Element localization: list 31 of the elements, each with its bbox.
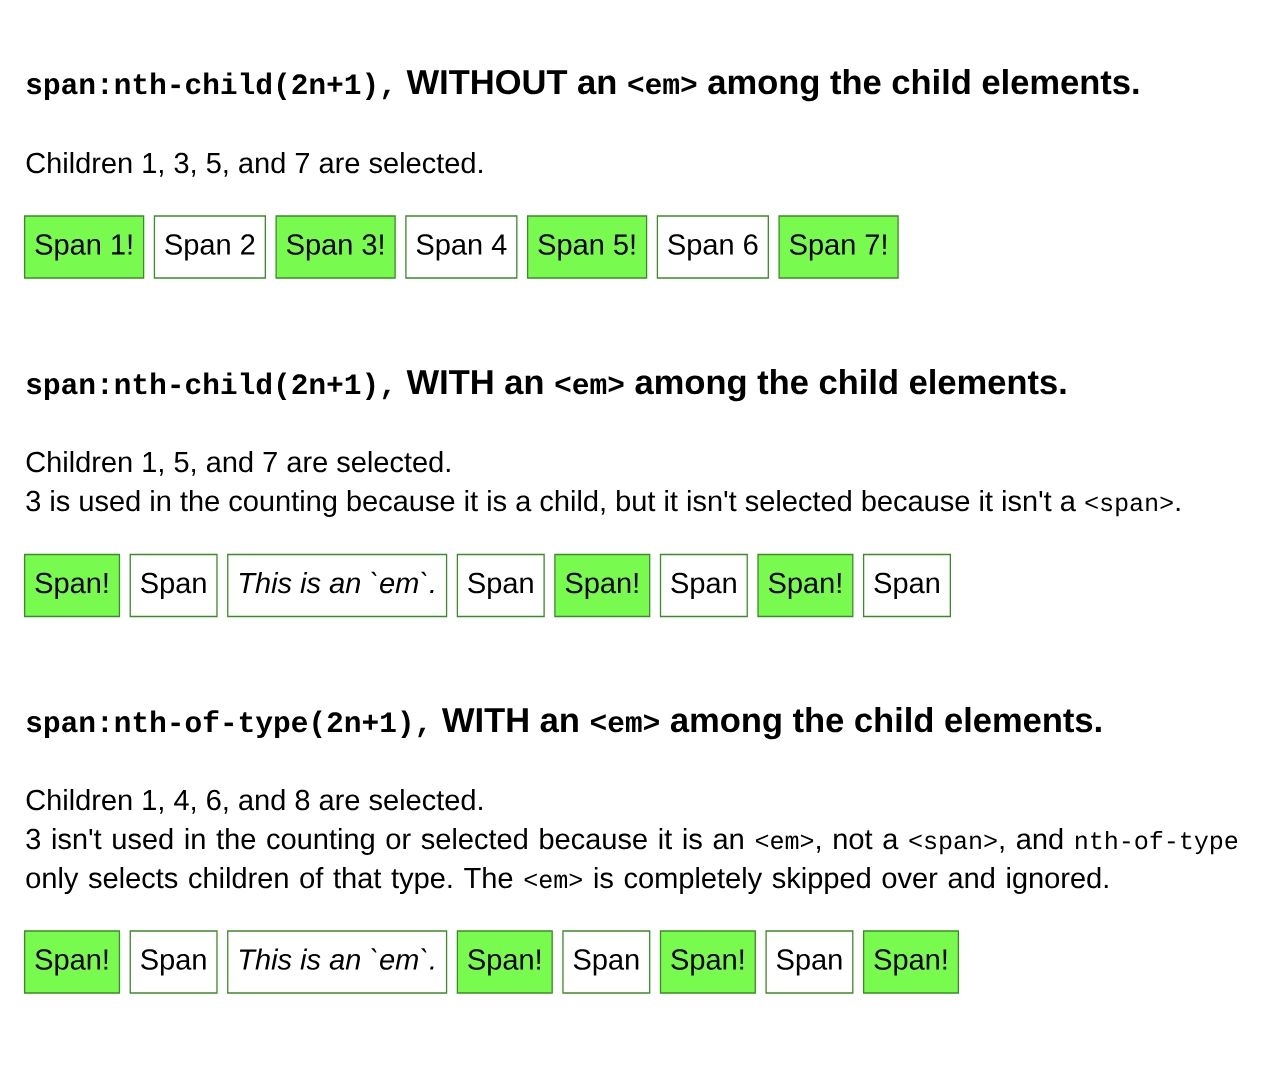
highlighted-box: Span 7!	[778, 215, 899, 279]
highlighted-box: Span!	[659, 930, 756, 994]
heading: span:nth-of-type(2n+1), WITH an <em> among the child elements.	[26, 707, 1101, 740]
body-text: Children 1, 5, and 7 are selected.	[26, 451, 450, 476]
item-box: Span	[129, 553, 218, 618]
item-box: Span	[765, 930, 854, 994]
item-box: Span	[456, 553, 545, 618]
heading: span:nth-child(2n+1), WITHOUT an <em> among the child elements.	[26, 69, 1139, 102]
item-box: Span	[562, 930, 651, 994]
highlighted-box: Span!	[554, 553, 651, 618]
item-box: Span	[862, 553, 951, 618]
highlighted-box: Span!	[456, 930, 553, 994]
body-text: Children 1, 3, 5, and 7 are selected.	[26, 152, 482, 177]
heading: span:nth-child(2n+1), WITH an <em> among the child elements.	[26, 369, 1066, 402]
item-box: Span	[659, 553, 748, 618]
item-box: Span 6	[656, 215, 769, 279]
highlighted-box: Span 1!	[24, 215, 145, 279]
item-box: This is an `em`.	[227, 930, 448, 994]
body-text: Children 1, 4, 6, and 8 are selected.	[26, 789, 482, 814]
item-box: Span 4	[405, 215, 518, 279]
highlighted-box: Span!	[862, 930, 960, 994]
highlighted-box: Span!	[24, 930, 121, 994]
body-text: 3 is used in the counting because it is a child, but it isn't selected because it isn't a <span>.	[26, 490, 1180, 517]
item-box: Span 2	[153, 215, 266, 279]
item-box: This is an `em`.	[227, 553, 448, 618]
highlighted-box: Span!	[24, 553, 121, 618]
body-text: 3 isn't used in the counting or selected because it is an <em>, not a <span>, and nth-of-type only selects children of that type. The <em> is completely skipped over and ignored.	[26, 828, 1238, 895]
item-box: Span	[129, 930, 218, 994]
highlighted-box: Span!	[757, 553, 854, 618]
highlighted-box: Span 3!	[275, 215, 396, 279]
highlighted-box: Span 5!	[526, 215, 648, 279]
